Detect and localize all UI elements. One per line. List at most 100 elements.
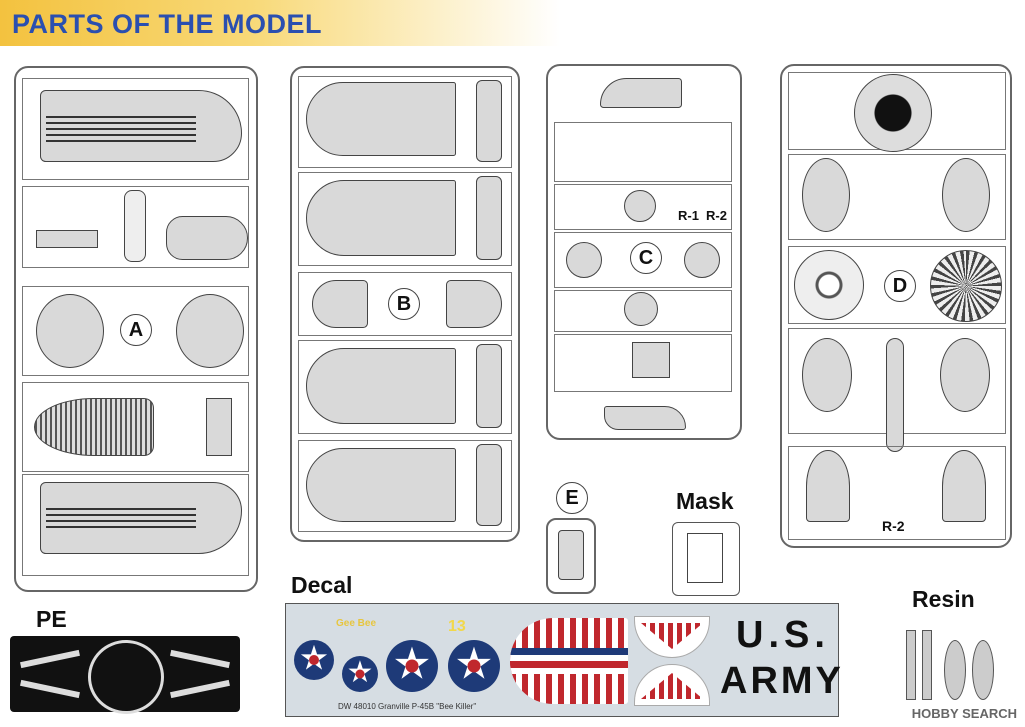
tail-stripes	[510, 618, 628, 704]
sprue-c-frame	[554, 184, 732, 230]
sprue-c: R-1 R-2 C	[546, 64, 742, 440]
sprue-a-frame	[22, 474, 249, 576]
decal-army-line2: ARMY	[720, 660, 844, 702]
tailplane-left	[312, 280, 368, 328]
sprue-d-letter: D	[884, 270, 916, 302]
sprue-a-letter: A	[120, 314, 152, 346]
shark-mouth-bottom	[634, 664, 710, 706]
canopy	[558, 530, 584, 580]
resin-part	[906, 630, 916, 700]
sprue-d-frame	[788, 154, 1006, 240]
pe-strip	[20, 679, 80, 699]
roundel: ★	[342, 656, 378, 692]
wing-strut	[476, 344, 502, 428]
engine-front	[794, 250, 864, 320]
roundel: ★	[448, 639, 500, 692]
page-title: PARTS OF THE MODEL	[12, 9, 322, 39]
wing-panel	[306, 180, 456, 256]
sprue-c-frame	[554, 122, 732, 182]
resin-label: Resin	[912, 586, 975, 612]
sprue-d: D R-2	[780, 64, 1012, 548]
sprue-a-frame	[22, 186, 249, 268]
fuselage-rib	[46, 520, 196, 522]
bulkhead-left	[36, 294, 104, 368]
resin-part	[972, 640, 994, 700]
wing-panel	[306, 448, 456, 522]
roundel: ★	[386, 639, 438, 692]
sprue-a-frame	[22, 286, 249, 376]
sprue-c-frame	[554, 334, 732, 392]
fuselage-rib	[46, 508, 196, 510]
wheel	[566, 242, 602, 278]
pe-strip	[170, 649, 230, 669]
wheel-fairing-right	[942, 158, 990, 232]
resin-part	[922, 630, 932, 700]
engine-part	[206, 398, 232, 456]
wheel-spat	[604, 406, 686, 430]
cowl-part	[166, 216, 248, 260]
wheel-fairing-left	[802, 338, 852, 412]
rudder-part	[600, 78, 682, 108]
propeller	[886, 338, 904, 452]
fuselage-rib	[46, 116, 196, 118]
marker-r2: R-2	[706, 208, 727, 223]
gee-bee-decal: Gee Bee	[336, 618, 377, 629]
marker-r1: R-1	[678, 208, 699, 223]
gear-cover-right	[942, 450, 986, 522]
sprue-c-letter: C	[630, 242, 662, 274]
wing-panel	[306, 348, 456, 424]
marker-r2: R-2	[882, 518, 905, 534]
sprue-e	[546, 518, 596, 594]
decal-army-line1: U.S.	[736, 614, 830, 656]
seat-part	[632, 342, 670, 378]
gee-bee-lettering	[124, 190, 146, 262]
sprue-a-frame	[22, 382, 249, 472]
wheel	[684, 242, 720, 278]
fuselage-rib	[46, 134, 196, 136]
sprue-b-frame	[298, 440, 512, 532]
sprue-e-letter: E	[556, 482, 588, 514]
sprue-b-letter: B	[388, 288, 420, 320]
wheel	[624, 292, 658, 326]
wing-strut	[476, 444, 502, 526]
pe-strip	[170, 679, 230, 699]
decal-sheet: ★ ★ ★ ★ Gee Bee 13 U.S. ARMY DW 48010 Gr…	[285, 603, 841, 717]
watermark: HOBBY SEARCH	[911, 706, 1017, 721]
code-decal: 13	[448, 618, 466, 635]
engine-radial	[854, 74, 932, 152]
sprue-b-frame	[298, 272, 512, 336]
fuselage-rib	[46, 526, 196, 528]
resin-part	[944, 640, 966, 700]
instrument-panel	[36, 230, 98, 248]
sprue-b: B	[290, 66, 520, 542]
sprue-a-frame	[22, 78, 249, 180]
mask-sheet	[672, 522, 740, 596]
wheel-fairing-left	[802, 158, 850, 232]
bulkhead-right	[176, 294, 244, 368]
fuselage-rib	[46, 140, 196, 142]
wing-strut	[476, 80, 502, 162]
sprue-b-frame	[298, 172, 512, 266]
pe-fret	[10, 636, 240, 714]
fuselage-rib	[46, 122, 196, 124]
sprue-b-frame	[298, 340, 512, 434]
cowling-cone	[34, 398, 154, 456]
tailplane-right	[446, 280, 502, 328]
fuselage-rib	[46, 514, 196, 516]
sprue-a: A	[14, 66, 258, 592]
fuselage-half-bottom	[40, 482, 242, 554]
shark-mouth-top	[634, 616, 710, 658]
pe-label: PE	[36, 606, 67, 632]
wheel-fairing-right	[940, 338, 990, 412]
pe-ring	[88, 640, 164, 714]
decal-caption: DW 48010 Granville P-45B "Bee Killer"	[338, 702, 477, 711]
gear-cover-left	[806, 450, 850, 522]
mask-label: Mask	[676, 488, 734, 514]
sprue-c-frame	[554, 232, 732, 288]
wing-strut	[476, 176, 502, 260]
wheel	[624, 190, 656, 222]
mask-piece	[687, 533, 723, 583]
roundel: ★	[294, 639, 334, 680]
decal-label: Decal	[291, 572, 353, 598]
fuselage-rib	[46, 128, 196, 130]
